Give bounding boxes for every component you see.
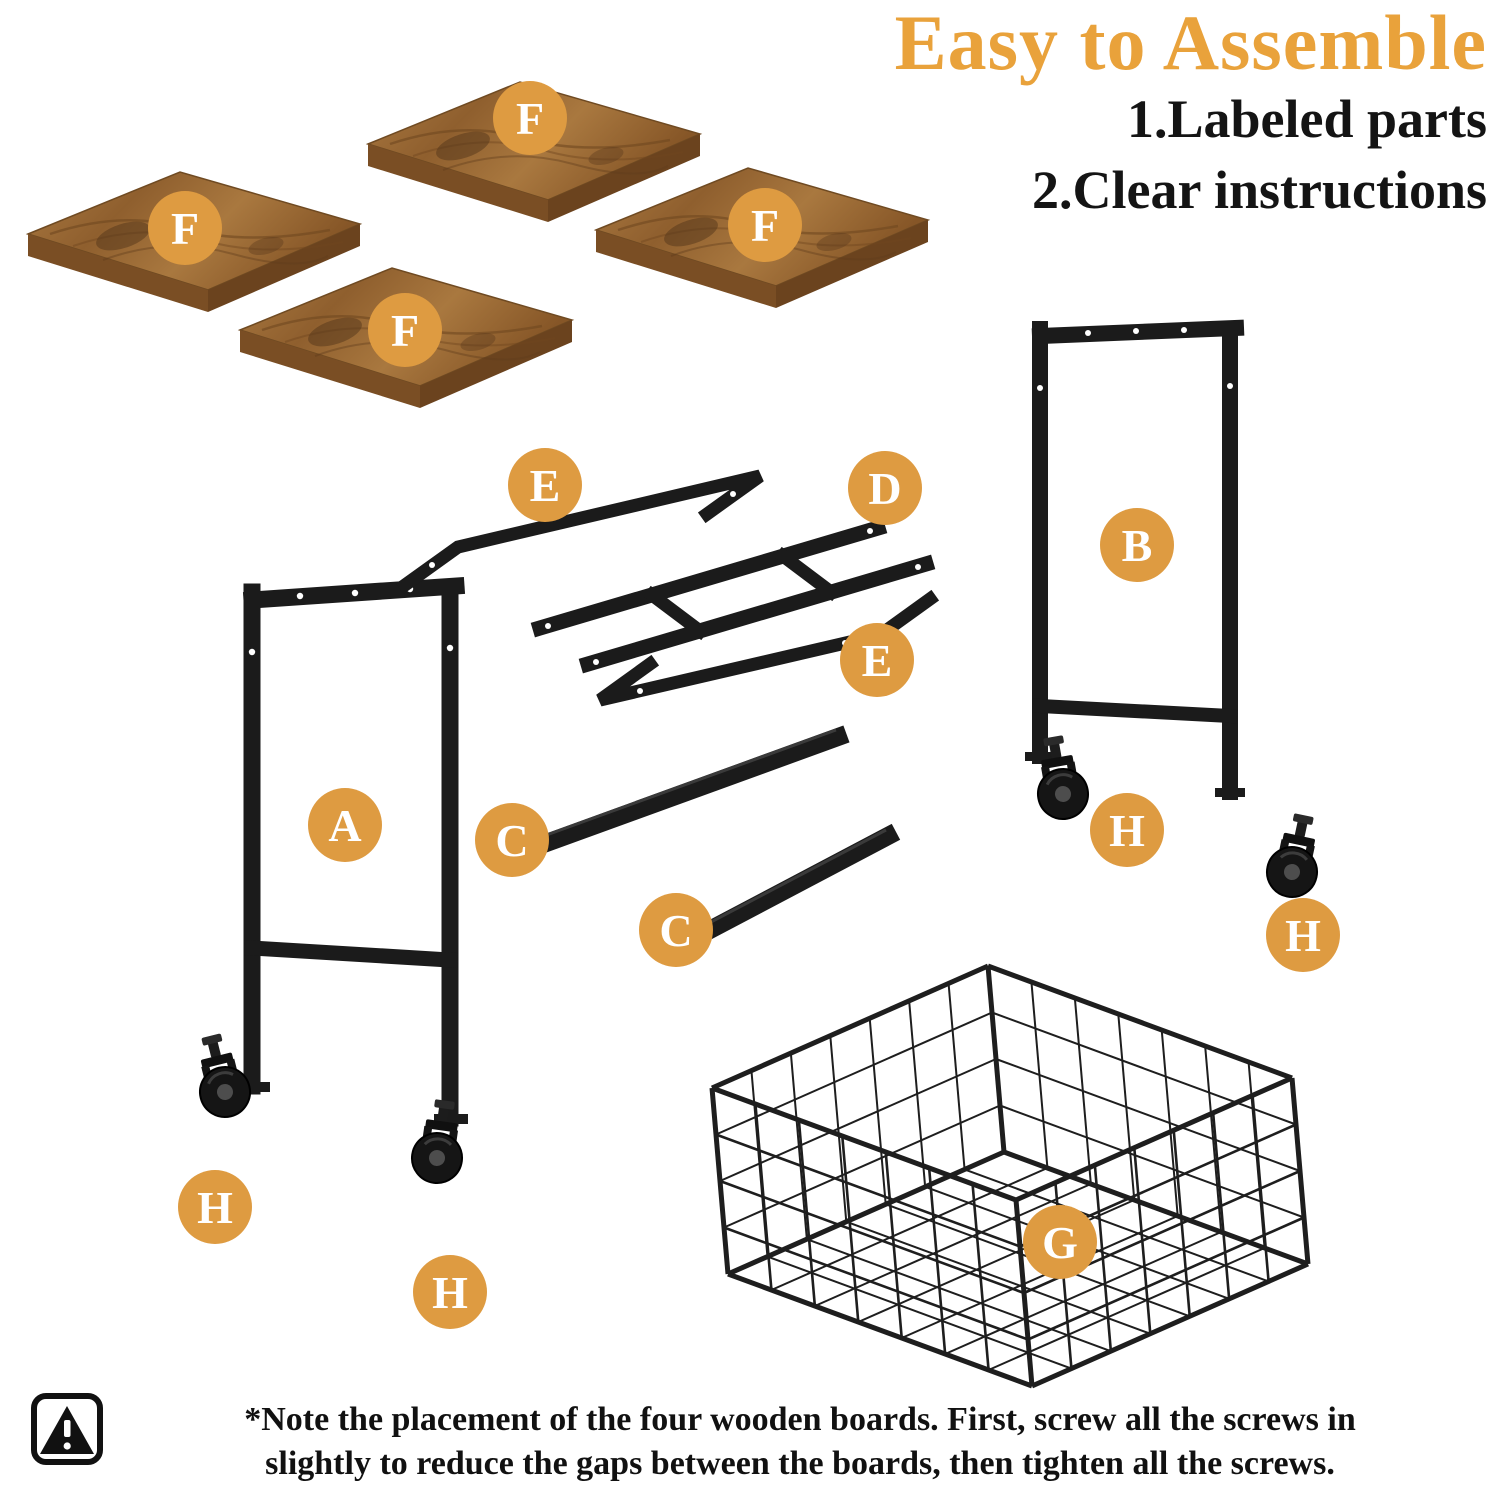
feature-point-1: 1.Labeled parts <box>1126 88 1487 149</box>
h-frame-d <box>530 518 936 674</box>
caster-wheel-2 <box>409 1097 470 1186</box>
caster-wheel-4 <box>1262 810 1328 902</box>
page-title: Easy to Assemble <box>894 0 1487 86</box>
part-label-h2: H <box>1266 898 1340 972</box>
side-frame-a <box>236 576 468 1127</box>
part-label-a: A <box>308 788 382 862</box>
part-label-h4: H <box>413 1255 487 1329</box>
part-label-c2: C <box>639 893 713 967</box>
part-label-g: G <box>1023 1205 1097 1279</box>
assembly-note-line2: slightly to reduce the gaps between the … <box>265 1444 1335 1482</box>
part-label-f4: F <box>368 293 442 367</box>
assembly-note: *Note the placement of the four wooden b… <box>112 1398 1488 1485</box>
part-label-h1: H <box>1090 793 1164 867</box>
part-label-b: B <box>1100 508 1174 582</box>
part-label-f3: F <box>728 188 802 262</box>
part-label-e1: E <box>508 448 582 522</box>
part-label-h3: H <box>178 1170 252 1244</box>
part-label-c1: C <box>475 803 549 877</box>
bar-c1 <box>493 725 850 870</box>
side-frame-b <box>1025 319 1245 800</box>
part-label-e2: E <box>840 623 914 697</box>
part-label-f1: F <box>148 191 222 265</box>
bracket-e1 <box>395 469 764 595</box>
part-label-d: D <box>848 451 922 525</box>
header: Easy to Assemble 1.Labeled parts 2.Clear… <box>895 2 1487 226</box>
assembly-note-line1: *Note the placement of the four wooden b… <box>244 1401 1356 1438</box>
warning-icon <box>31 1393 103 1465</box>
wire-basket <box>709 963 1311 1389</box>
feature-point-2: 2.Clear instructions <box>1032 160 1487 221</box>
part-label-f2: F <box>493 81 567 155</box>
